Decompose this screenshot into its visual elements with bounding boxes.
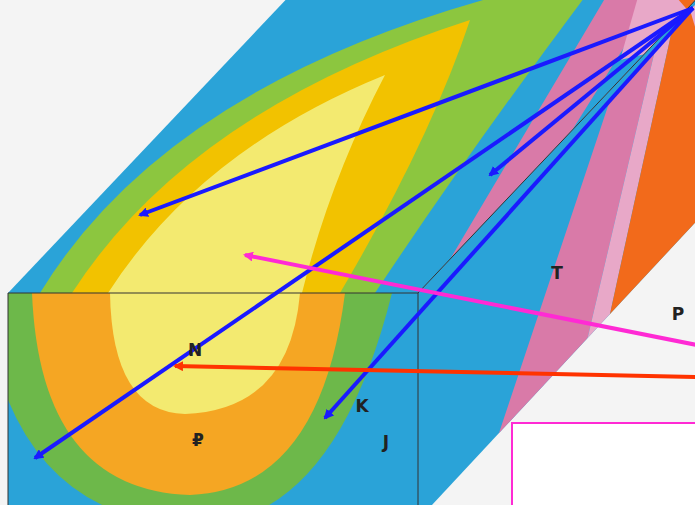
unit-label: K	[355, 398, 368, 415]
pointer-arrows	[35, 8, 695, 458]
unit-label: ₽	[192, 432, 204, 449]
side-face	[410, 0, 695, 505]
unit-label: P	[672, 306, 684, 323]
unit-label: T	[551, 265, 563, 282]
unit-label: N	[188, 342, 202, 359]
unit-label: J	[383, 434, 389, 451]
callout-box	[512, 423, 695, 505]
front-face	[8, 293, 418, 505]
